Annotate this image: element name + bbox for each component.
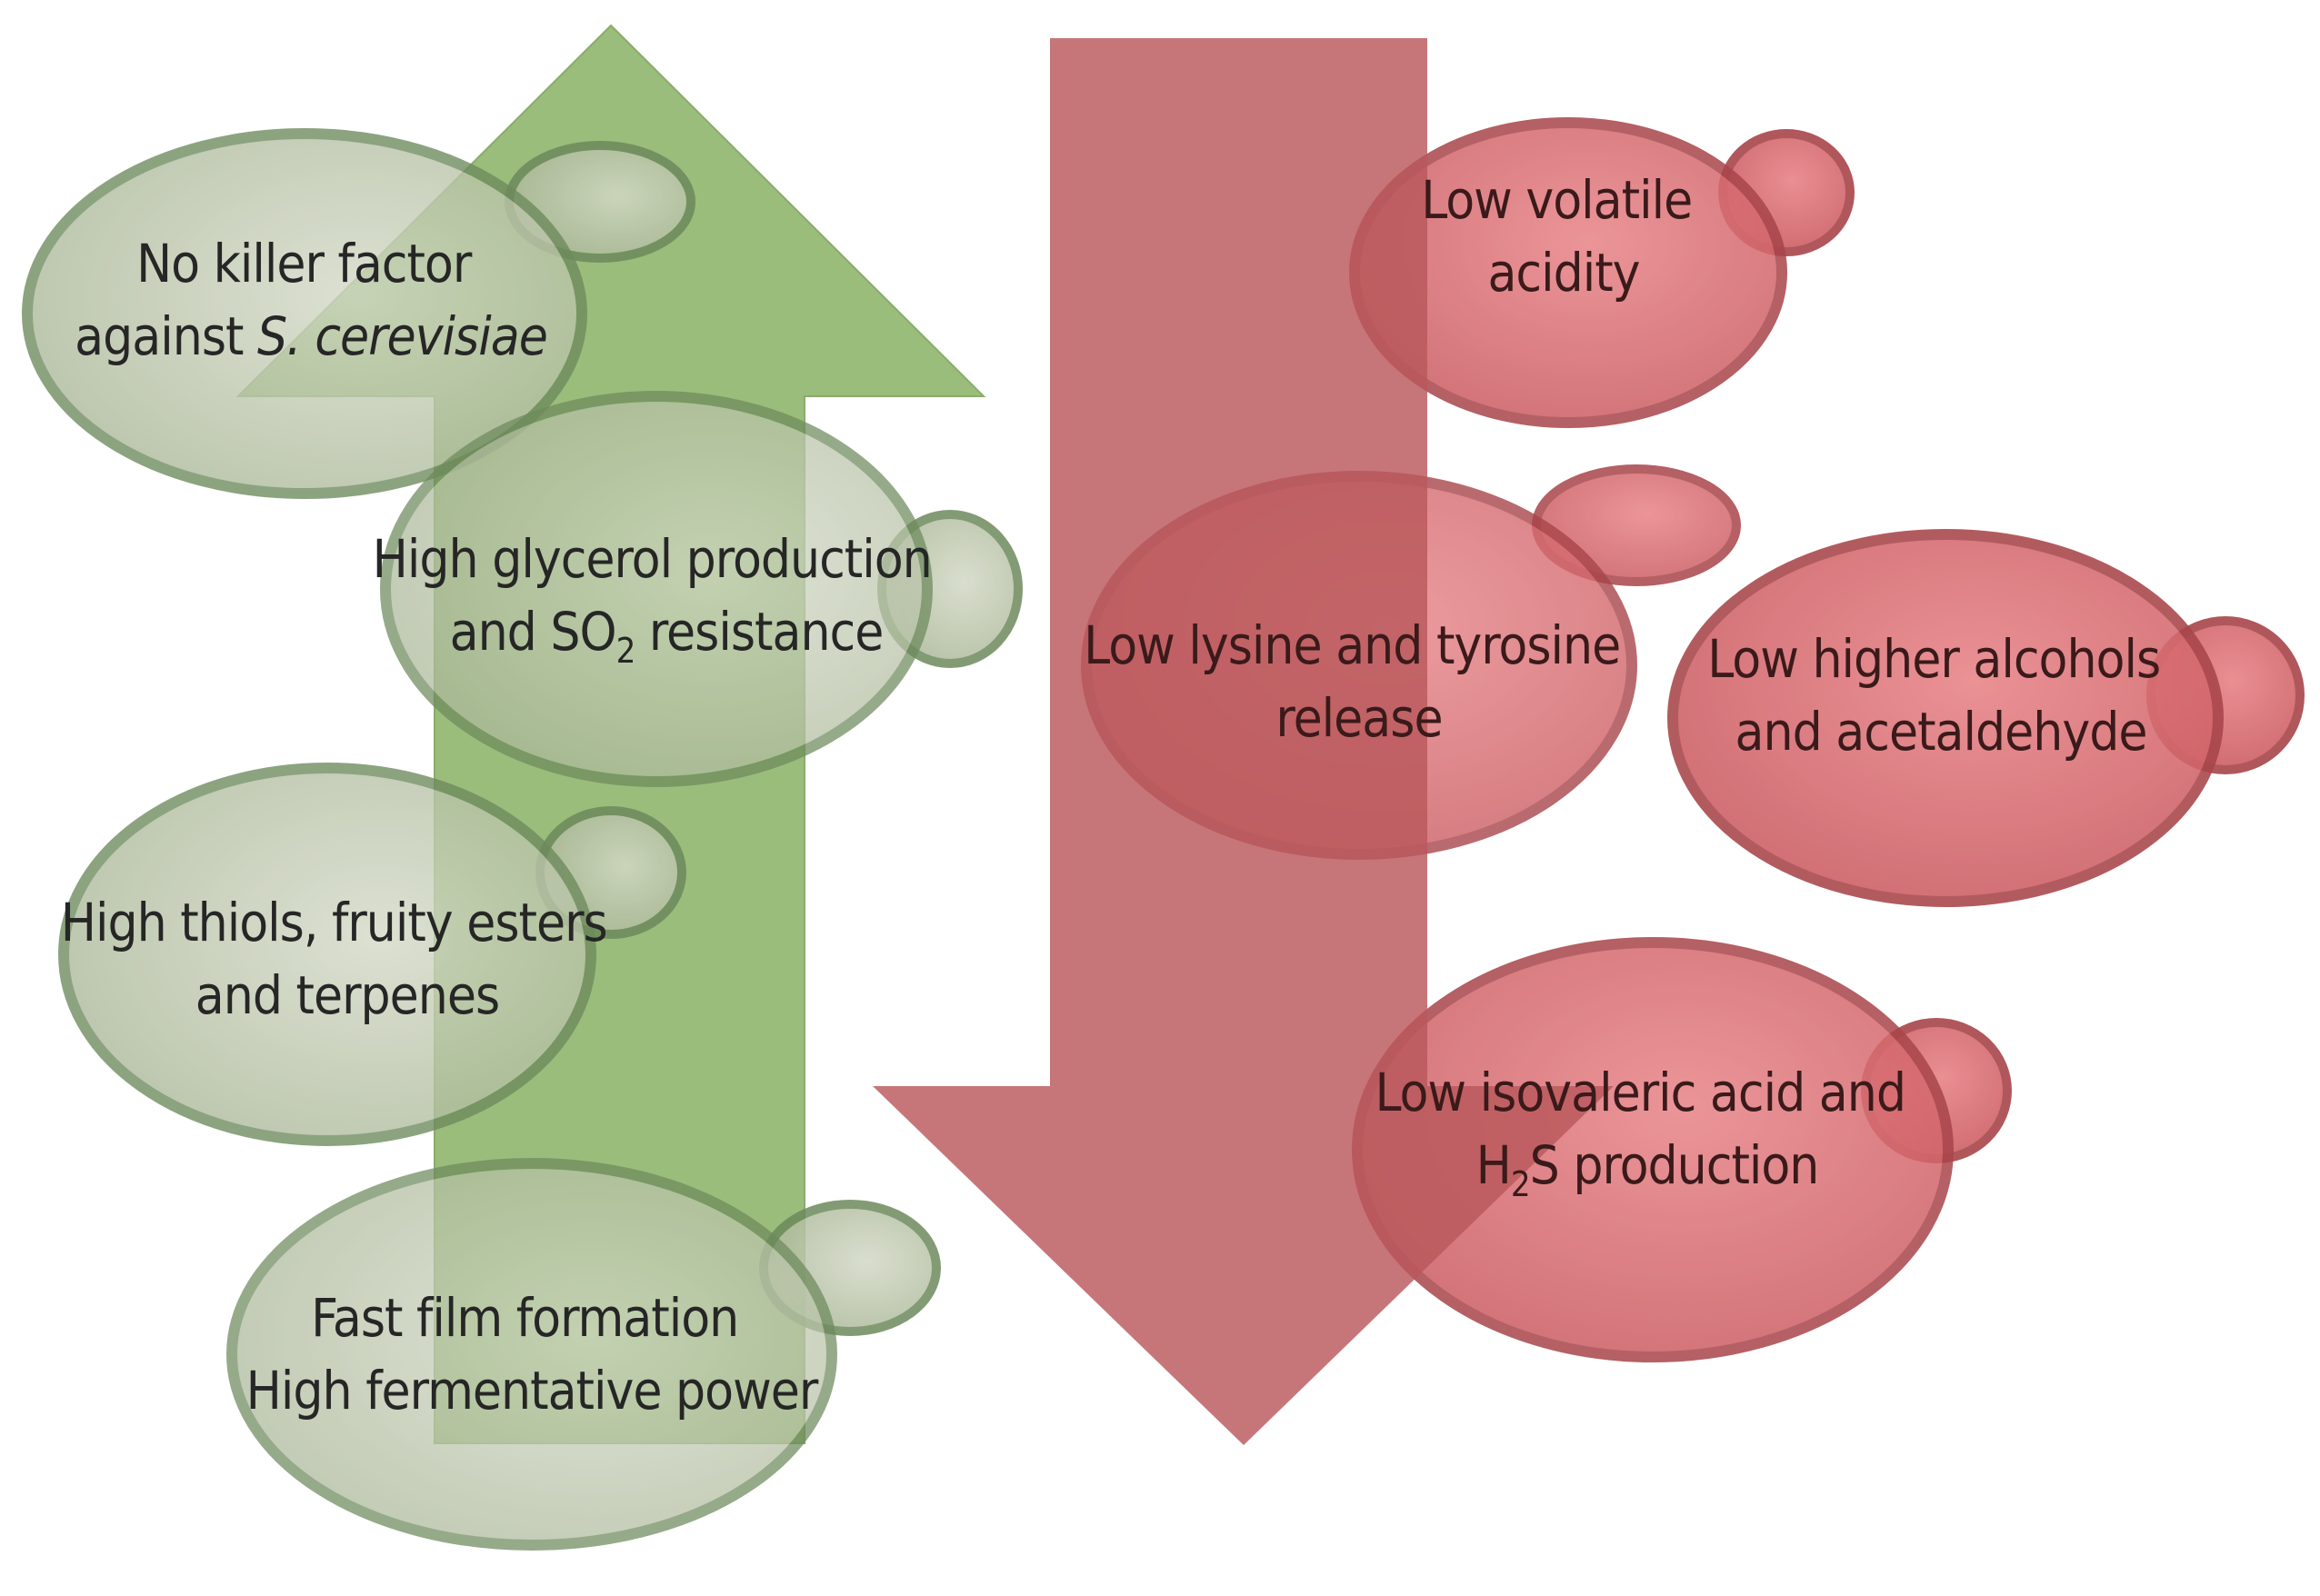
trait-glycerol-line2-suffix: resistance: [635, 601, 883, 663]
trait-film-line1: Fast film formation: [311, 1287, 738, 1349]
svg-text:No killer factor against: No killer factor against S. cerevisiae: [75, 233, 547, 367]
trait-alcohols-line1: Low higher alcohols: [1707, 628, 2160, 690]
trait-alcohols-line2: and acetaldehyde: [1735, 701, 2147, 763]
cell-glycerol: High glycerol production and SO2 resista…: [373, 391, 1023, 787]
trait-lysine-line1: Low lysine and tyrosine: [1084, 614, 1620, 676]
trait-no-killer-species: S. cerevisiae: [257, 305, 547, 367]
cell-isovaleric: [1352, 937, 2012, 1362]
svg-text:Fast film formation High: Fast film formation High fermentative po…: [246, 1287, 819, 1421]
cell-film: Fast film formation High fermentative po…: [226, 1158, 941, 1551]
down-arrow: [873, 38, 1614, 1445]
trait-no-killer-line2-prefix: against: [75, 305, 257, 367]
trait-isovaleric-line1: Low isovaleric acid and: [1375, 1062, 1905, 1123]
trait-lysine-line2: release: [1275, 687, 1442, 749]
trait-isovaleric-subscript: 2: [1511, 1164, 1530, 1204]
trait-isovaleric-suffix: S production: [1530, 1134, 1819, 1196]
cell-alcohols: [1667, 529, 2305, 907]
trait-isovaleric-prefix: H: [1476, 1134, 1511, 1196]
svg-text:Low lysine and tyrosine re: Low lysine and tyrosine release: [1084, 614, 1635, 749]
trait-no-killer-line1: No killer factor: [136, 233, 473, 294]
trait-glycerol-line1: High glycerol production: [373, 528, 932, 590]
trait-glycerol-subscript: 2: [616, 631, 635, 671]
trait-volatile-line1: Low volatile: [1421, 169, 1692, 231]
cell-thiols: High thiols, fruity esters and terpenes: [58, 763, 686, 1146]
svg-text:Low isovaleric acid and H2: Low isovaleric acid and H2S production: [1375, 1062, 1919, 1204]
svg-text:Low volatile acidity: Low volatile acidity: [1421, 169, 1706, 304]
svg-text:High thiols, fruity esters: High thiols, fruity esters and terpenes: [61, 892, 622, 1026]
trait-volatile-line2: acidity: [1487, 242, 1639, 304]
svg-text:Low higher alcohols and ac: Low higher alcohols and acetaldehyde: [1707, 628, 2174, 763]
cell-no-killer: No killer factor against S. cerevisiae: [22, 128, 695, 499]
svg-text:High glycerol production: High glycerol production and SO2 resista…: [373, 528, 946, 671]
trait-glycerol-line2-prefix: and SO: [450, 601, 616, 663]
trait-thiols-line1: High thiols, fruity esters: [61, 892, 607, 953]
trait-film-line2: High fermentative power: [246, 1360, 819, 1421]
trait-thiols-line2: and terpenes: [195, 964, 499, 1026]
